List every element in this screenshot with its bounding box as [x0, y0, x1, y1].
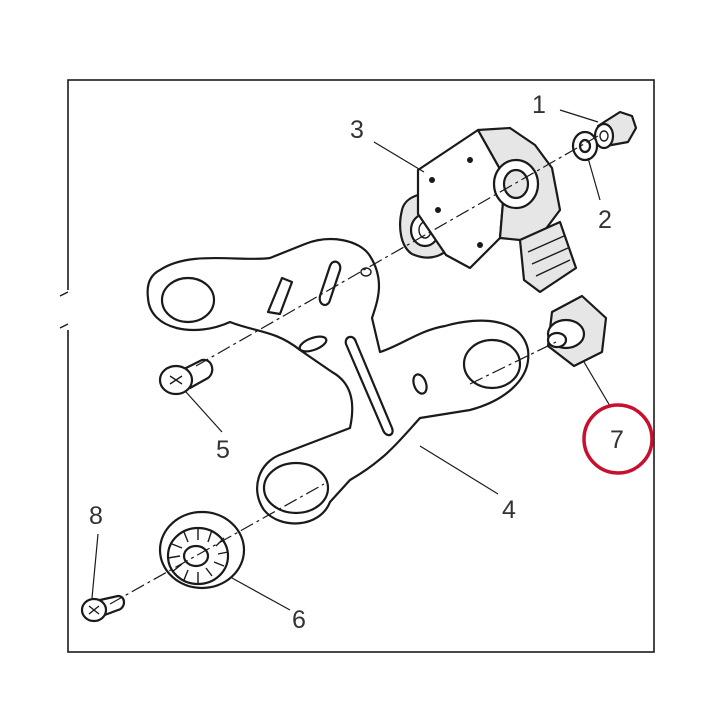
sensor-part[interactable]: [399, 126, 578, 294]
frame-break-marks: [59, 291, 69, 329]
axis-upper: [195, 135, 599, 367]
leader-5: [185, 391, 223, 433]
callout-6: 6: [292, 606, 306, 634]
leader-8: [91, 533, 99, 599]
leader-4: [419, 445, 499, 495]
hex-nut-part[interactable]: [546, 294, 608, 368]
diagram-frame: [67, 79, 655, 653]
axis-lower: [109, 483, 325, 605]
ratchet-washer-part[interactable]: [158, 510, 246, 590]
bracket-part[interactable]: [146, 238, 530, 525]
screw-part[interactable]: [158, 358, 214, 396]
leader-6: [231, 577, 291, 611]
leader-3: [373, 141, 425, 173]
nut-part[interactable]: [593, 110, 638, 150]
callout-8: 8: [89, 502, 103, 530]
leader-7: [583, 361, 611, 407]
highlight-circle[interactable]: [582, 403, 654, 475]
leader-1: [559, 109, 599, 123]
bolt-part[interactable]: [80, 594, 126, 623]
washer-part[interactable]: [571, 130, 599, 162]
callout-7: 7: [610, 426, 624, 454]
axis-middle: [469, 341, 557, 385]
frame-break: [60, 290, 76, 330]
leader-2: [587, 157, 601, 201]
callout-5: 5: [216, 436, 230, 464]
callout-2: 2: [598, 206, 612, 234]
callout-1: 1: [532, 91, 546, 119]
callout-3: 3: [350, 116, 364, 144]
callout-4: 4: [502, 496, 516, 524]
